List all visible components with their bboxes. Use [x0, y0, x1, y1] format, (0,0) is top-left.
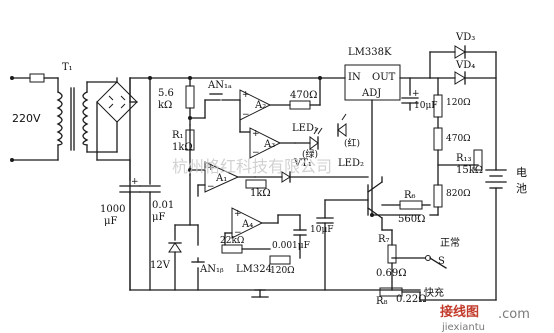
- svg-text:15kΩ: 15kΩ: [456, 165, 483, 176]
- an1b-label: AN₁ᵦ: [199, 264, 224, 275]
- pass-transistor: [367, 176, 383, 231]
- watermark-brand: 接线图: [440, 304, 479, 320]
- svg-text:−: −: [234, 228, 242, 238]
- svg-text:−: −: [252, 148, 260, 158]
- fuse: [29, 73, 45, 83]
- c10u-a: 10μF: [414, 101, 438, 111]
- reference-divider: 5.6 kΩ R₁ 1kΩ AN₁ₐ: [158, 77, 241, 226]
- svg-text:A₂: A₂: [254, 100, 266, 111]
- opamp-a3: A₃ + −: [239, 99, 296, 159]
- battery-label-bottom: 池: [516, 182, 527, 195]
- ac-voltage-label: 220V: [12, 112, 41, 125]
- svg-text:R₆: R₆: [404, 190, 416, 201]
- vt1-label: VT₁: [293, 158, 312, 169]
- svg-text:R₁₃: R₁₃: [456, 153, 472, 164]
- lm338k-regulator: LM338K IN OUT ADJ: [344, 47, 431, 217]
- c0001-label: 0.001μF: [272, 241, 310, 251]
- c-small-unit: μF: [152, 212, 165, 223]
- transformer-label: T₁: [62, 62, 73, 73]
- svg-text:120Ω: 120Ω: [446, 98, 471, 108]
- c-main-unit: μF: [104, 216, 117, 227]
- mode-normal: 正常: [440, 236, 460, 249]
- transformer: T₁: [56, 62, 118, 153]
- watermark-com: .com: [498, 307, 530, 322]
- svg-text:820Ω: 820Ω: [446, 189, 471, 199]
- vd3-label: VD₃: [455, 32, 475, 43]
- svg-text:A₁: A₁: [215, 173, 227, 184]
- svg-text:470Ω: 470Ω: [446, 134, 471, 144]
- r470-label: 470Ω: [290, 90, 317, 101]
- watermark-center: 杭州格红科技有限公司: [172, 157, 332, 176]
- svg-text:0.22Ω: 0.22Ω: [396, 294, 427, 305]
- regulator-label: LM338K: [348, 47, 392, 58]
- led2-label: LED₂: [338, 158, 364, 169]
- r1-value: 1kΩ: [172, 142, 193, 153]
- led2-color: (红): [344, 137, 360, 149]
- svg-text:OUT: OUT: [372, 72, 396, 83]
- opamp-a2: A₂ + − 470Ω: [239, 77, 321, 121]
- r22k-label: 22kΩ: [220, 236, 244, 246]
- an1b-zener: 12V AN₁ᵦ: [150, 224, 224, 291]
- an1a-label: AN₁ₐ: [207, 80, 232, 91]
- svg-text:+: +: [242, 90, 250, 100]
- svg-text:+: +: [252, 129, 260, 139]
- mode-fast: 快充: [424, 286, 444, 299]
- svg-text:+: +: [412, 89, 420, 99]
- output-network: + 10μF 120Ω 470Ω 820Ω R₁₃ 15kΩ 10μF: [310, 77, 483, 291]
- led1-color: (绿): [302, 148, 318, 160]
- c10u-b: 10μF: [310, 225, 334, 235]
- svg-text:560Ω: 560Ω: [398, 214, 425, 225]
- r120b-label: 120Ω: [270, 266, 295, 276]
- svg-text:A₄: A₄: [241, 219, 253, 230]
- lm324-label: LM324: [236, 264, 272, 275]
- switch-label: S: [438, 256, 445, 267]
- svg-text:+: +: [234, 209, 242, 219]
- svg-text:IN: IN: [348, 72, 361, 83]
- vt1-transistor: VT₁: [254, 158, 369, 183]
- svg-text:−: −: [207, 182, 215, 192]
- r1k-label: 1kΩ: [250, 188, 271, 199]
- c-small-value: 0.01: [152, 200, 174, 211]
- svg-text:+: +: [131, 177, 139, 187]
- filter-capacitors: + 1000 μF 0.01 μF: [100, 77, 174, 291]
- battery-label-top: 电: [516, 166, 527, 179]
- output-diodes: VD₃ VD₄: [429, 32, 497, 171]
- current-sense: R₆ 560Ω R₇ 0.69Ω R₈ 0.22Ω S 正常 快充: [376, 190, 460, 307]
- svg-text:−: −: [242, 110, 250, 120]
- watermark-site: jiexiantu: [441, 322, 485, 333]
- svg-text:R₈: R₈: [376, 296, 388, 307]
- r1-label: R₁: [172, 130, 184, 141]
- ac-input: 220V: [10, 73, 59, 162]
- c-main-value: 1000: [100, 204, 125, 215]
- led-indicators: LED₁ (绿) (红) LED₂: [292, 113, 364, 169]
- r-5k6-unit: kΩ: [158, 100, 172, 111]
- svg-text:A₃: A₃: [263, 139, 275, 150]
- svg-text:0.69Ω: 0.69Ω: [376, 268, 407, 279]
- svg-text:+: +: [207, 163, 215, 173]
- battery: 电 池: [419, 166, 527, 301]
- r-5k6-value: 5.6: [158, 88, 174, 99]
- svg-text:R₇: R₇: [378, 234, 390, 245]
- opamp-a1: A₁ + − 1kΩ: [197, 161, 271, 199]
- opamp-a4: A₄ + − 0.001μF 22kΩ 120Ω LM324: [220, 207, 310, 276]
- svg-text:ADJ: ADJ: [361, 88, 381, 99]
- zener-label: 12V: [150, 260, 171, 271]
- led1-label: LED₁: [292, 123, 318, 134]
- vd4-label: VD₄: [455, 60, 475, 71]
